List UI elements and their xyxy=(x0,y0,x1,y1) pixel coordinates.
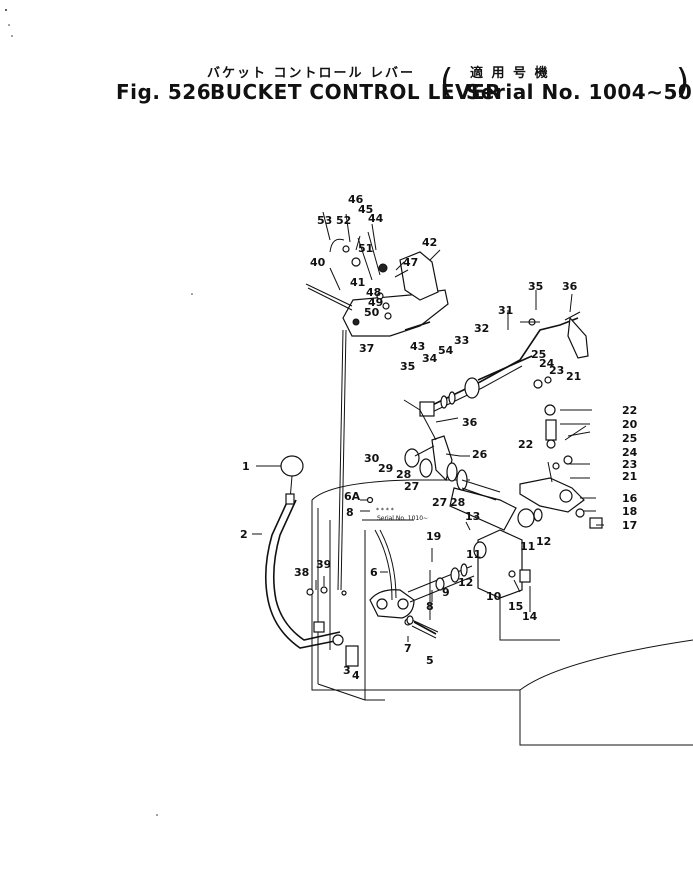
callout-49: 49 xyxy=(368,296,383,309)
callout-26: 26 xyxy=(472,448,488,461)
callout-11: 11 xyxy=(466,548,481,561)
callout-21b: 21 xyxy=(622,470,637,483)
callout-35b: 35 xyxy=(528,280,543,293)
callout-15: 15 xyxy=(508,600,523,613)
spring-rod xyxy=(567,431,591,437)
callout-31: 31 xyxy=(498,304,513,317)
callout-12b: 12 xyxy=(536,535,551,548)
upper-right-linkage xyxy=(403,311,603,529)
control-lever xyxy=(264,455,341,649)
callout-12: 12 xyxy=(458,576,473,589)
paren-close: ) xyxy=(676,62,690,102)
figure-number: Fig. 526 xyxy=(116,80,212,104)
callout-34: 34 xyxy=(422,352,438,365)
callout-14: 14 xyxy=(522,610,538,623)
callout-35: 35 xyxy=(400,360,415,373)
callout-43: 43 xyxy=(410,340,425,353)
callout-41: 41 xyxy=(350,276,365,289)
callout-36: 36 xyxy=(562,280,578,293)
callout-45: 45 xyxy=(358,203,373,216)
callout-24: 24 xyxy=(539,357,555,370)
lower-bell-crank xyxy=(306,529,475,667)
callout-33: 33 xyxy=(454,334,469,347)
inset-marks: * * * * xyxy=(376,507,394,514)
leader-lines xyxy=(252,211,604,642)
title-japanese: バケット コントロール レバー xyxy=(207,66,416,81)
callout-7: 7 xyxy=(404,642,412,655)
callout-10: 10 xyxy=(486,590,502,603)
callout-36b: 36 xyxy=(462,416,478,429)
callout-47: 47 xyxy=(403,256,418,269)
callout-27b: 27 xyxy=(432,496,447,509)
callout-44: 44 xyxy=(368,212,384,225)
callout-5: 5 xyxy=(426,654,434,667)
callout-54: 54 xyxy=(438,344,454,357)
machine-body xyxy=(311,479,693,746)
callout-50: 50 xyxy=(364,306,380,319)
callout-23b: 23 xyxy=(622,458,637,471)
callout-46: 46 xyxy=(348,193,364,206)
callout-17: 17 xyxy=(622,519,637,532)
callout-22b: 22 xyxy=(518,438,533,451)
vertical-linkage-rod xyxy=(337,329,344,591)
callout-39: 39 xyxy=(316,558,331,571)
callout-16: 16 xyxy=(622,492,638,505)
title-english: BUCKET CONTROL LEVER xyxy=(210,80,502,104)
callout-28b: 28 xyxy=(450,496,465,509)
callout-24b: 24 xyxy=(622,446,638,459)
callout-25: 25 xyxy=(531,348,546,361)
callout-25b: 25 xyxy=(622,432,637,445)
callout-37: 37 xyxy=(359,342,374,355)
central-arm xyxy=(404,409,501,501)
callout-18: 18 xyxy=(622,505,637,518)
callout-28: 28 xyxy=(396,468,411,481)
callout-23: 23 xyxy=(549,364,564,377)
pins-lower xyxy=(406,615,437,635)
callout-19: 19 xyxy=(426,530,441,543)
paren-open: ( xyxy=(440,62,454,102)
serial-inset: * * * * Serial No. 1010∼ xyxy=(360,496,428,522)
callout-3: 3 xyxy=(343,664,351,677)
scan-specks xyxy=(5,9,193,816)
callout-labels: 1 2 3 4 5 6 6A 7 8 8 9 10 11 11 12 12 13… xyxy=(240,193,638,682)
callout-29: 29 xyxy=(378,462,393,475)
callout-32: 32 xyxy=(474,322,489,335)
callout-9: 9 xyxy=(442,586,450,599)
serial-range: Serial No. 1004∼5021 xyxy=(466,80,693,104)
callout-8: 8 xyxy=(426,600,434,613)
callout-30: 30 xyxy=(364,452,380,465)
callout-27: 27 xyxy=(404,480,419,493)
callout-4: 4 xyxy=(352,669,360,682)
upper-bracket-assembly xyxy=(305,231,449,337)
callout-8-inset: 8 xyxy=(346,506,354,519)
callout-38: 38 xyxy=(294,566,309,579)
callout-1: 1 xyxy=(242,460,250,473)
callout-52: 52 xyxy=(336,214,351,227)
callout-11b: 11 xyxy=(520,540,535,553)
callout-6a: 6A xyxy=(344,490,361,503)
callout-6: 6 xyxy=(370,566,378,579)
callout-53: 53 xyxy=(317,214,332,227)
inset-serial-note: Serial No. 1010∼ xyxy=(377,515,428,522)
vertical-linkage-rod-edge xyxy=(340,329,347,591)
callout-51: 51 xyxy=(358,242,373,255)
callout-13: 13 xyxy=(465,510,480,523)
callout-48: 48 xyxy=(366,286,381,299)
mounting-plate xyxy=(449,487,543,599)
callout-20: 20 xyxy=(622,418,638,431)
callout-40: 40 xyxy=(310,256,326,269)
callout-42: 42 xyxy=(422,236,437,249)
callout-21: 21 xyxy=(566,370,581,383)
callout-22: 22 xyxy=(622,404,637,417)
applicability-japanese: 適 用 号 機 xyxy=(470,66,550,81)
callout-2: 2 xyxy=(240,528,248,541)
